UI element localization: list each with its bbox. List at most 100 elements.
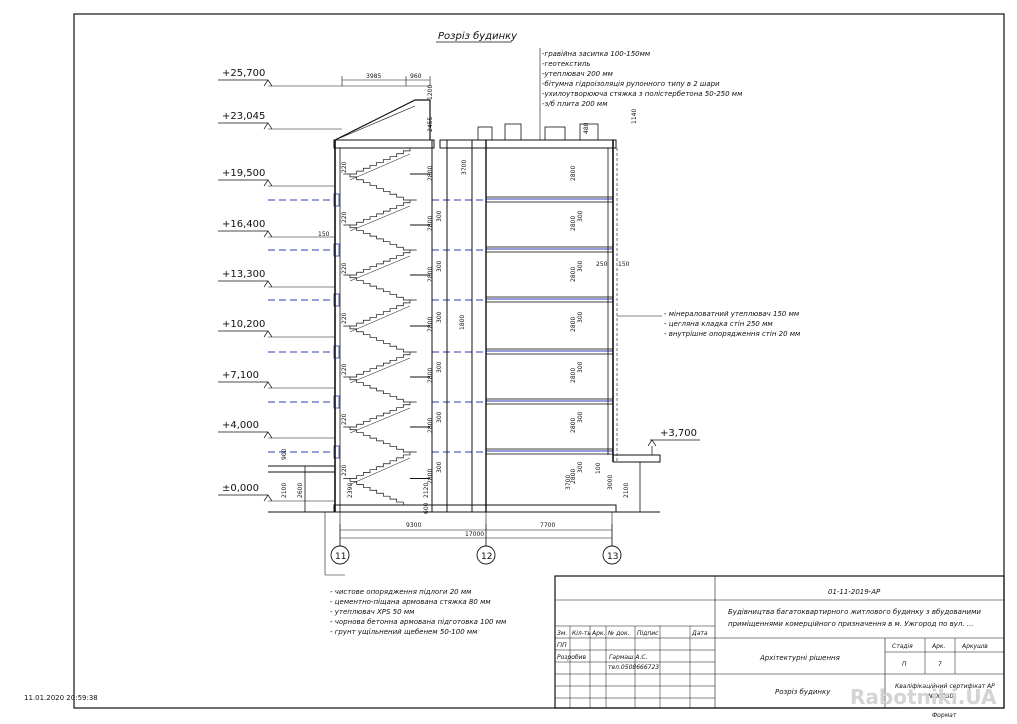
dim-2455: 2455 xyxy=(427,117,434,132)
story-height: 2800 xyxy=(570,216,577,231)
stair-step-dim: 220 xyxy=(341,211,348,223)
floor-leader xyxy=(324,512,345,576)
tb-developer: Розробив xyxy=(557,654,587,661)
axis-label: 11 xyxy=(335,552,346,562)
stair-flight xyxy=(343,173,410,201)
floor-layer-note: - чорнова бетонна армована підготовка 10… xyxy=(330,618,507,626)
stair-step-dim: 220 xyxy=(341,262,348,274)
story-height: 2800 xyxy=(570,469,577,484)
stair-flight xyxy=(343,224,410,251)
stair-flight xyxy=(343,325,410,353)
tb-phone: тел.0508666723 xyxy=(608,664,659,671)
stair-flight xyxy=(350,351,417,378)
timestamp: 11.01.2020 20:59:38 xyxy=(24,694,98,702)
axis-label: 13 xyxy=(607,552,618,562)
tb-project: Будівництва багатоквартирного житлового … xyxy=(728,608,981,616)
tb-section: Архітектурні рішення xyxy=(759,654,840,662)
window-mark xyxy=(333,193,340,207)
dim-600: 600 xyxy=(423,502,430,514)
roof-layer-note: -ухилоутворююча стяжка з полістербетона … xyxy=(542,90,743,98)
title-block-column-header: Кіл-ть xyxy=(572,630,591,637)
dim-1140: 1140 xyxy=(631,109,638,124)
level-mark-label: +4,000 xyxy=(222,420,259,431)
stair-flight xyxy=(350,249,417,276)
tb-project-line2: приміщеннями комерційного призначення в … xyxy=(728,620,974,628)
stair-roof-diagonal xyxy=(339,105,416,139)
stair-stringer xyxy=(349,357,411,384)
roof-slab xyxy=(439,139,617,149)
floor-layer-note: - грунт ущільнений щебенем 50-100 мм xyxy=(330,628,478,636)
level-mark: +7,100 xyxy=(218,370,335,389)
stair-stringer xyxy=(349,407,411,434)
roof-parapet-2 xyxy=(504,123,522,141)
wall-layer-note: - цегляна кладка стін 250 мм xyxy=(664,320,773,328)
title-block-column-header: Зм. xyxy=(557,630,567,637)
story-height: 2800 xyxy=(570,317,577,332)
window-mark xyxy=(333,345,340,359)
stair-flight xyxy=(350,147,417,175)
stair-flight xyxy=(343,274,410,301)
stair-step-dim: 220 xyxy=(341,413,348,425)
dim-3700-ground: 3700 xyxy=(565,475,572,490)
dim-1800: 1800 xyxy=(459,315,466,330)
stair-flights xyxy=(343,147,430,506)
story-height: 2800 xyxy=(427,216,434,231)
window-mark xyxy=(333,395,340,409)
level-mark: +16,400 xyxy=(218,219,335,238)
slab-dim: 300 xyxy=(577,461,584,473)
stair-flight xyxy=(350,199,417,226)
tb-stage: П xyxy=(902,661,907,668)
dim-150-right: 150 xyxy=(618,261,630,268)
stair-stringer xyxy=(349,305,411,333)
level-mark-label: +23,045 xyxy=(222,111,265,122)
roof-layer-note: -геотекстиль xyxy=(542,60,590,68)
top-dimension xyxy=(341,76,431,86)
stair-step-dim: 220 xyxy=(341,161,348,173)
right-entrance-slab xyxy=(613,454,661,463)
tb-format: Формат xyxy=(932,712,957,719)
level-mark-label: +7,100 xyxy=(222,370,259,381)
dim-900: 900 xyxy=(281,448,288,460)
top-floor-ceiling xyxy=(333,139,435,149)
tb-sheet-header: Арк. xyxy=(931,643,946,650)
slab-dim: 300 xyxy=(436,461,443,473)
stair-roof-exit xyxy=(334,99,431,141)
stair-flight xyxy=(343,376,410,403)
window-mark xyxy=(333,243,340,257)
window-mark xyxy=(333,293,340,307)
roof-parapet-1 xyxy=(477,126,493,141)
slab-dim: 300 xyxy=(577,361,584,373)
slab-dim: 300 xyxy=(436,311,443,323)
dim-1200: 1200 xyxy=(427,85,434,100)
stair-stringer xyxy=(349,205,411,232)
level-mark-label: +25,700 xyxy=(222,68,265,79)
dim-480: 480 xyxy=(583,122,590,134)
story-height: 2800 xyxy=(427,469,434,484)
dim-960: 960 xyxy=(410,73,422,80)
level-mark-label: +10,200 xyxy=(222,319,265,330)
story-height: 2800 xyxy=(570,166,577,181)
title-block-column-header: Підпис xyxy=(637,630,659,637)
level-mark: +25,700 xyxy=(218,68,342,87)
watermark: Rabotniki.UA xyxy=(850,685,997,709)
story-height: 2800 xyxy=(427,166,434,181)
story-height: 2800 xyxy=(570,368,577,383)
stair-flight xyxy=(343,478,410,506)
story-height: 2800 xyxy=(427,317,434,332)
slab-dim: 300 xyxy=(577,260,584,272)
span-total: 17000 xyxy=(465,531,484,538)
tb-sheets-header: Аркушів xyxy=(961,643,988,650)
tb-cert: Кваліфікаційний сертифікат АР xyxy=(895,683,995,690)
axis-bubble xyxy=(476,545,496,565)
level-mark: +4,000 xyxy=(218,420,335,439)
dim-3000: 3000 xyxy=(607,475,614,490)
level-marks: +25,700+23,045+19,500+16,400+13,300+10,2… xyxy=(218,68,342,502)
stair-flight xyxy=(350,401,417,428)
window-mark xyxy=(333,445,340,459)
level-mark-label: ±0,000 xyxy=(222,483,259,494)
tb-gip: ГІП xyxy=(557,642,567,649)
span-left: 9300 xyxy=(406,522,421,529)
